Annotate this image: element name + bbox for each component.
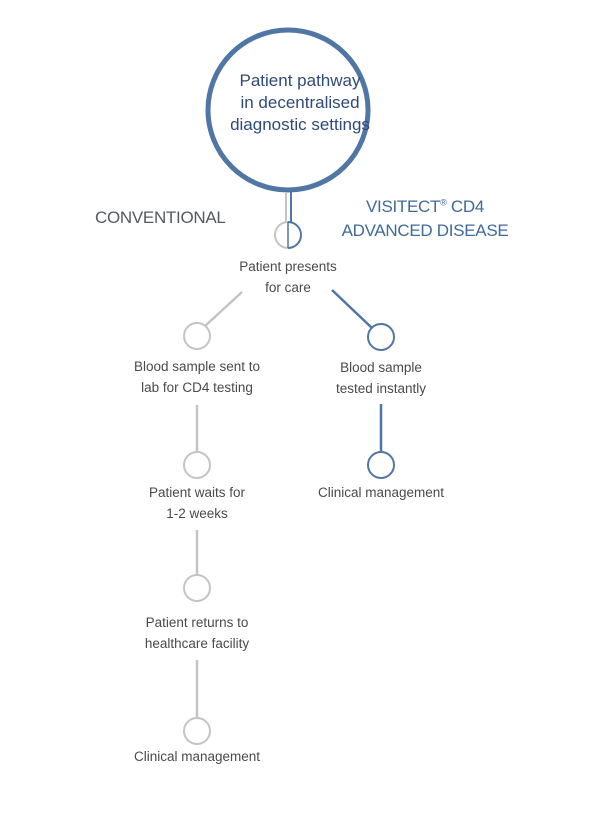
label-conv-3-line-2: healthcare facility <box>144 636 250 651</box>
node-visi-2 <box>367 451 395 479</box>
node-conv-3 <box>183 574 211 602</box>
node-conv-4 <box>183 717 211 745</box>
heading-visitect: VISITECT® CD4 ADVANCED DISEASE <box>330 195 520 243</box>
edge-start-conv1 <box>204 291 243 327</box>
label-conv-2-line-2: 1-2 weeks <box>166 506 228 521</box>
label-conv-4: Clinical management <box>112 746 282 767</box>
start-node-right-half <box>287 221 302 249</box>
label-visi-1: Blood sample tested instantly <box>306 357 456 399</box>
label-conv-4-line-1: Clinical management <box>133 749 261 764</box>
visitect-product: CD4 <box>446 197 484 216</box>
pathway-title: Patient pathway in decentralised diagnos… <box>210 70 390 136</box>
label-start: Patient presents for care <box>218 256 358 298</box>
title-ring <box>205 27 371 193</box>
label-visi-1-line-2: tested instantly <box>335 381 427 396</box>
registered-mark: ® <box>440 197 447 208</box>
visitect-brand: VISITECT <box>366 197 441 216</box>
node-visi-1 <box>367 323 395 351</box>
heading-visitect-line-2: ADVANCED DISEASE <box>341 221 509 240</box>
node-conv-1 <box>183 322 211 350</box>
label-visi-1-line-1: Blood sample <box>340 360 422 375</box>
label-conv-1-line-1: Blood sample sent to <box>133 359 261 374</box>
title-line-3: diagnostic settings <box>230 115 370 134</box>
title-line-1: Patient pathway <box>239 71 361 90</box>
title-line-2: in decentralised <box>240 93 360 112</box>
label-conv-1-line-2: lab for CD4 testing <box>141 380 253 395</box>
node-conv-2 <box>183 451 211 479</box>
label-start-line-1: Patient presents <box>239 259 337 274</box>
label-conv-3: Patient returns to healthcare facility <box>112 612 282 654</box>
start-node-left-half <box>274 221 289 249</box>
label-conv-3-line-1: Patient returns to <box>145 615 249 630</box>
label-start-line-2: for care <box>265 280 311 295</box>
label-conv-2: Patient waits for 1-2 weeks <box>112 482 282 524</box>
heading-conventional: CONVENTIONAL <box>95 208 226 227</box>
label-conv-1: Blood sample sent to lab for CD4 testing <box>112 356 282 398</box>
edge-start-visi1 <box>331 289 373 329</box>
label-visi-2: Clinical management <box>301 482 461 503</box>
label-conv-2-line-1: Patient waits for <box>148 485 246 500</box>
heading-visitect-line-1: VISITECT® CD4 <box>330 195 520 219</box>
label-visi-2-line-1: Clinical management <box>317 485 445 500</box>
